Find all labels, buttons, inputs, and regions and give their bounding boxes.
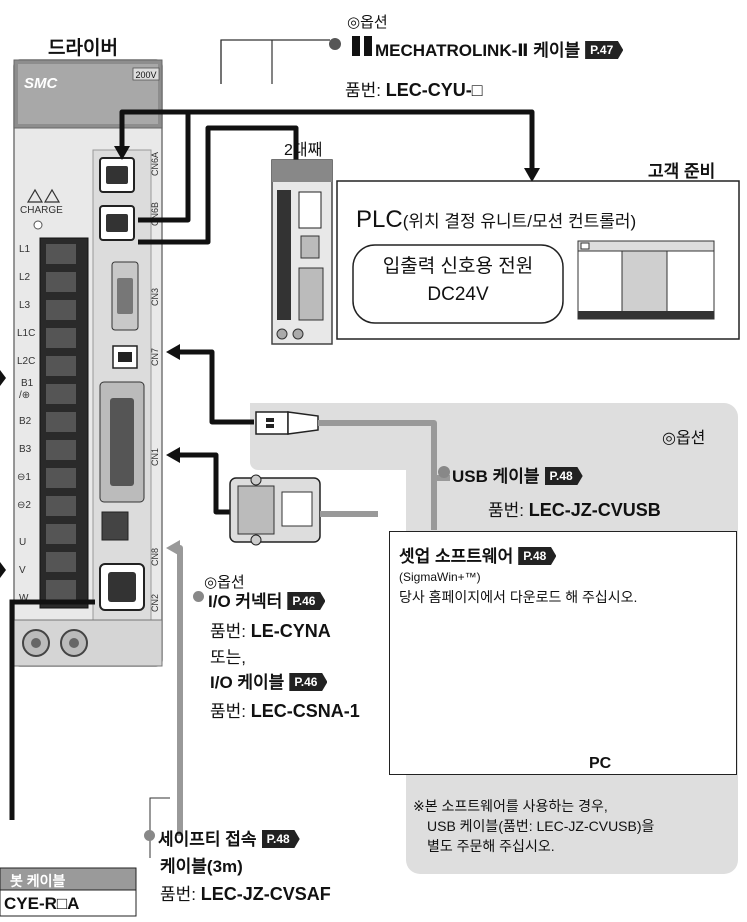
svg-text:V: V	[19, 565, 26, 576]
svg-text:CN6A: CN6A	[150, 152, 160, 176]
mechatrolink-option-label: ◎옵션	[347, 11, 388, 32]
svg-text:L1: L1	[19, 244, 31, 255]
second-unit-label: 2대째	[284, 136, 322, 160]
setup-software-box	[389, 531, 737, 775]
svg-text:⊖1: ⊖1	[17, 472, 31, 483]
svg-text:L2C: L2C	[17, 356, 35, 367]
svg-text:CN7: CN7	[150, 348, 160, 366]
robot-cable-header: 봇 케이블	[10, 871, 65, 891]
svg-text:/⊕: /⊕	[19, 390, 30, 401]
second-driver-unit	[272, 160, 332, 344]
robot-cable-part: CYE-R□A	[4, 894, 79, 914]
io-cable-part: 품번: LEC-CSNA-1	[210, 697, 360, 722]
driver-unit: 200V SMC CHARGE	[14, 60, 162, 666]
svg-text:L2: L2	[19, 272, 31, 283]
software-footnote: ※본 소프트웨어를 사용하는 경우, USB 케이블(품번: LEC-JZ-CV…	[413, 796, 654, 856]
bullet-icon	[438, 466, 450, 478]
safety-cable-part: 품번: LEC-JZ-CVSAF	[160, 880, 331, 905]
bullet-icon	[193, 591, 204, 602]
svg-text:⊖2: ⊖2	[17, 500, 31, 511]
usb-part: 품번: LEC-JZ-CVUSB	[488, 496, 661, 521]
page-ref-badge[interactable]: P.48	[545, 467, 583, 485]
pc-label: PC	[589, 755, 611, 773]
svg-text:CN8: CN8	[150, 548, 160, 566]
io-connector-part: 품번: LE-CYNA	[210, 617, 331, 642]
page-ref-badge[interactable]: P.48	[518, 547, 556, 565]
svg-text:L1C: L1C	[17, 328, 35, 339]
io-or-label: 또는,	[210, 643, 246, 668]
usb-option-label: ◎옵션	[662, 424, 705, 448]
svg-text:CN2: CN2	[150, 594, 160, 612]
page-ref-badge[interactable]: P.46	[287, 592, 325, 610]
mechatrolink-part: 품번: LEC-CYU-□	[345, 76, 483, 101]
page-ref-badge[interactable]: P.46	[289, 673, 327, 691]
svg-text:B1: B1	[21, 378, 34, 389]
voltage-label: 200V	[135, 70, 156, 80]
svg-text:CN1: CN1	[150, 448, 160, 466]
page-ref-badge[interactable]: P.47	[585, 41, 623, 59]
plc-device-icon	[578, 241, 714, 319]
brand-logo: SMC	[24, 75, 59, 92]
setup-software-name: (SigmaWin+™)	[399, 570, 481, 584]
svg-text:L3: L3	[19, 300, 31, 311]
power-supply-label: 입출력 신호용 전원 DC24V	[353, 253, 563, 309]
customer-title: 고객 준비	[648, 157, 715, 182]
page-ref-badge[interactable]: P.48	[262, 830, 300, 848]
svg-text:B2: B2	[19, 416, 32, 427]
setup-software-note: 당사 홈페이지에서 다운로드 해 주십시오.	[399, 587, 637, 607]
io-connector-icon	[230, 475, 320, 545]
svg-text:U: U	[19, 537, 26, 548]
svg-text:CN3: CN3	[150, 288, 160, 306]
svg-text:B3: B3	[19, 444, 32, 455]
usb-plug-icon	[256, 412, 318, 434]
safety-cable-title-2: 케이블(3m)	[160, 852, 243, 877]
bullet-icon	[329, 38, 341, 50]
plc-label: PLC(위치 결정 유니트/모션 컨트롤러)	[356, 206, 636, 234]
bullet-icon	[144, 830, 155, 841]
driver-title: 드라이버	[48, 33, 118, 60]
charge-label: CHARGE	[20, 205, 63, 216]
